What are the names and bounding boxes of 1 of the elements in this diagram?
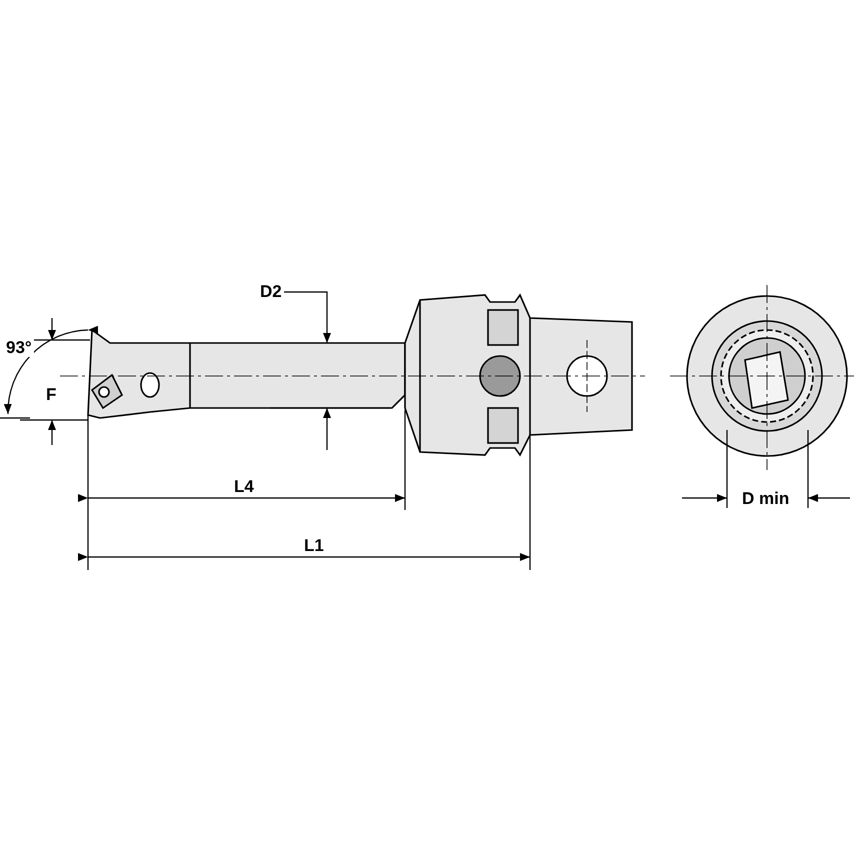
- dimension-label: 93°: [4, 339, 34, 357]
